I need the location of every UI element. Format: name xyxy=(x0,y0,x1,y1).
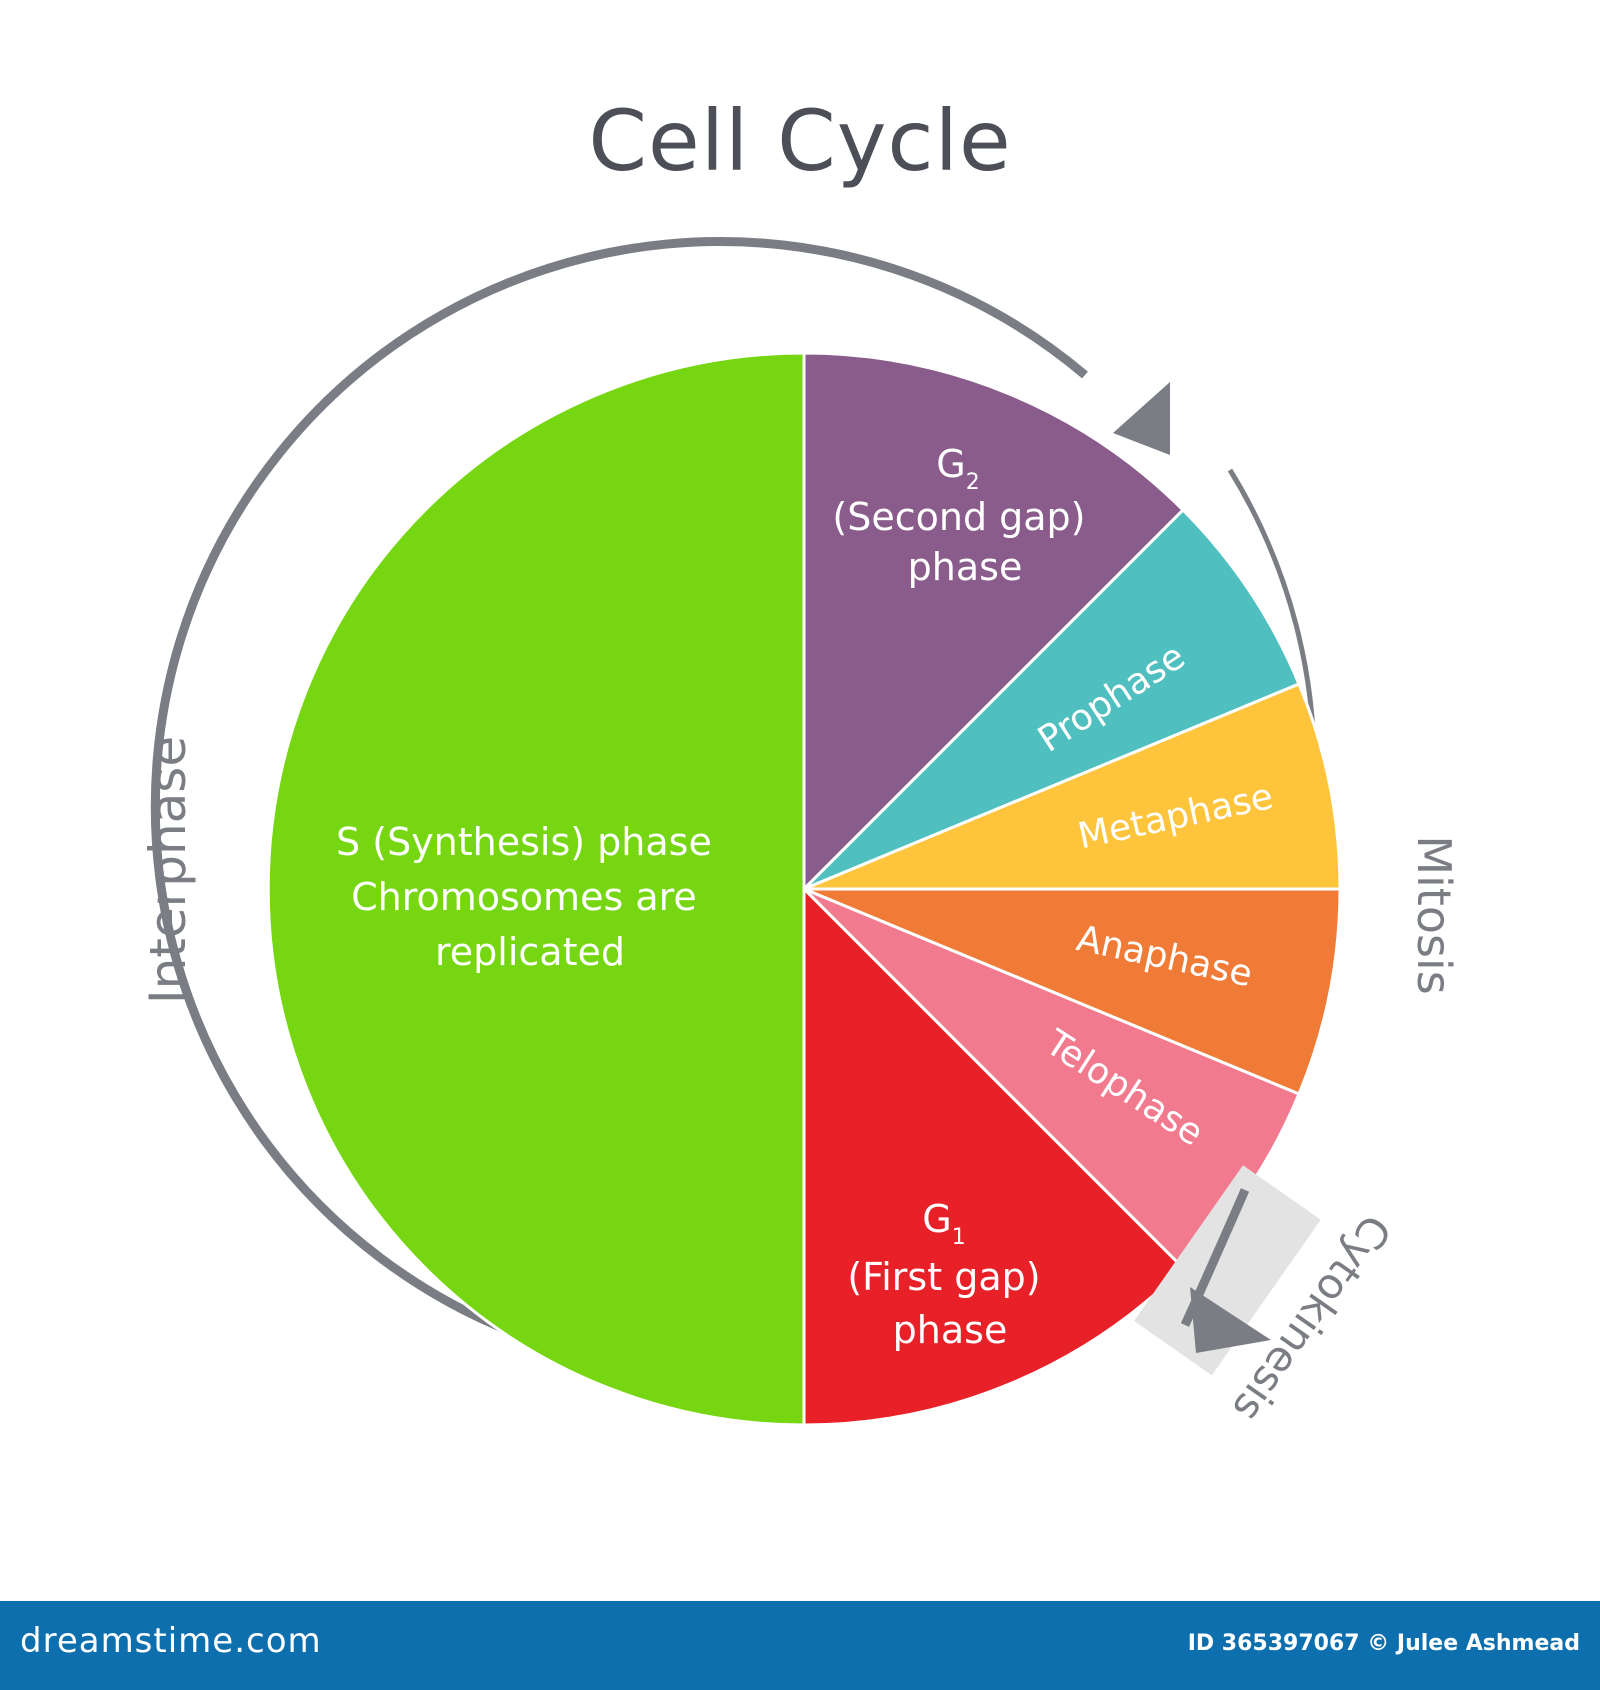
g1-label-letter: G1 xyxy=(922,1197,965,1250)
s-phase-label-line-1: S (Synthesis) phase xyxy=(336,820,712,864)
svg-text:(Second gap) phase: (Second gap) phase xyxy=(832,495,1097,589)
s-phase-label-line-3: replicated xyxy=(435,930,625,974)
svg-text:(First gap) phase: (First gap) phase xyxy=(847,1255,1052,1352)
g2-label-line-2: phase xyxy=(908,545,1023,589)
diagram-title: Cell Cycle xyxy=(588,92,1012,190)
svg-text:S (Synthesis) phase Chromo: S (Synthesis) phase Chromosomes are repl… xyxy=(336,820,724,974)
g1-label-line-2: phase xyxy=(893,1308,1008,1352)
interphase-label: Interphase xyxy=(139,736,197,1004)
footer-site-name[interactable]: dreamstime.com xyxy=(20,1621,322,1661)
g1-label-line-1: (First gap) xyxy=(847,1255,1040,1299)
metaphase-segment xyxy=(803,682,1342,891)
cytokinesis-arrow-arc xyxy=(1180,1188,1250,1327)
g2-label-line-1: (Second gap) xyxy=(832,495,1085,539)
anaphase-segment xyxy=(803,887,1342,1096)
g2-label-letter: G2 xyxy=(936,442,979,495)
cell-cycle-diagram: S (Synthesis) phase Chromosomes are repl… xyxy=(139,237,1461,1431)
cytokinesis-arrow-head xyxy=(1190,1287,1271,1353)
s-phase-segment xyxy=(266,351,806,1427)
prophase-segment xyxy=(802,507,1301,891)
g2-phase-segment xyxy=(802,351,1186,893)
mitosis-label: Mitosis xyxy=(1407,835,1461,994)
watermark-footer: dreamstime.com ID 365397067 © Julee Ashm… xyxy=(0,1601,1600,1690)
cytokinesis-highlight xyxy=(1134,1165,1321,1376)
footer-credit: ID 365397067 © Julee Ashmead xyxy=(1187,1631,1580,1656)
s-phase-label-line-2: Chromosomes are xyxy=(351,875,697,919)
interphase-arrow-head xyxy=(1113,382,1170,455)
